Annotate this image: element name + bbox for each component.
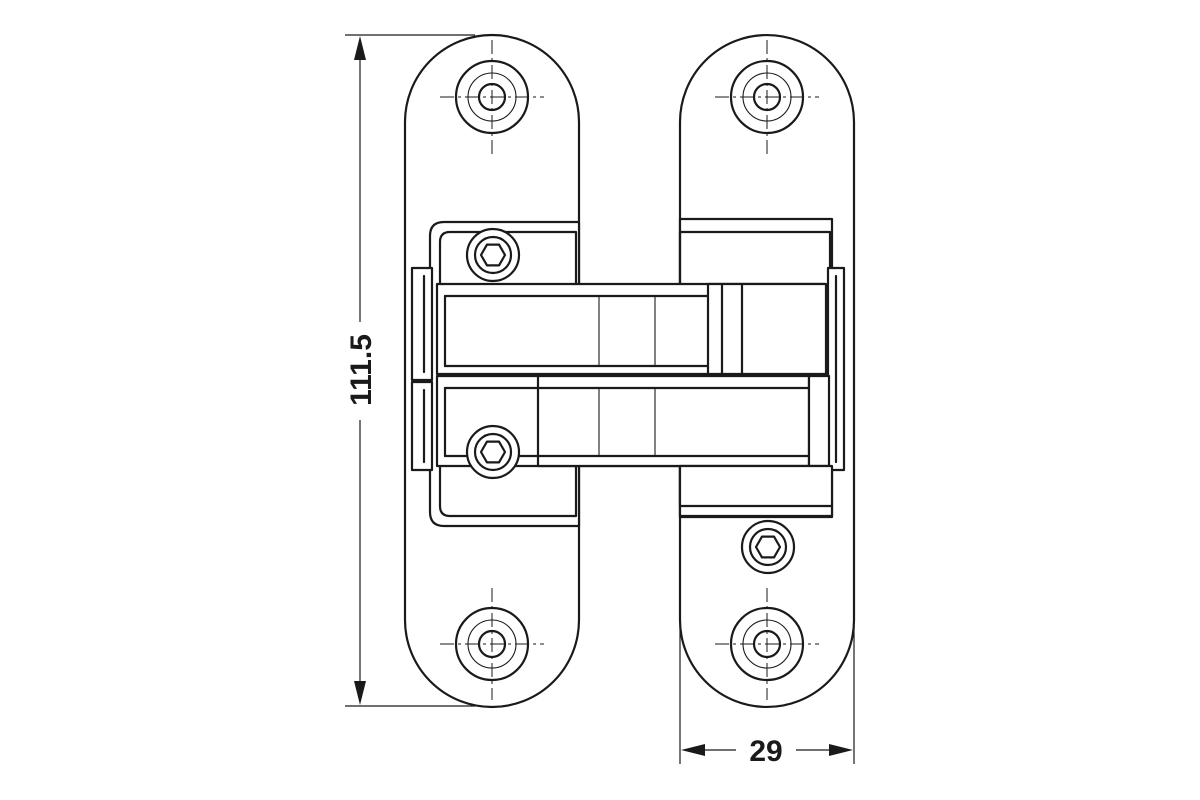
mounting-holes	[440, 40, 819, 700]
hole-right-top	[715, 40, 819, 154]
hole-left-top	[440, 40, 544, 154]
hinge-mechanism	[410, 217, 846, 528]
width-dimension-label: 29	[749, 735, 782, 768]
width-arrow-right	[829, 744, 853, 756]
hole-right-bottom	[715, 588, 819, 700]
left-side-tab-lower	[410, 380, 434, 472]
lower-arm-slide	[536, 374, 811, 468]
height-dimension: 111.5	[345, 34, 475, 707]
right-lower-block	[678, 464, 834, 518]
width-dimension: 29	[679, 626, 855, 768]
hole-left-bottom	[440, 588, 544, 700]
left-side-tab-upper	[410, 266, 434, 382]
lower-arm-end-cap	[807, 374, 831, 468]
adjustment-screws	[465, 227, 796, 575]
upper-arm-end-block	[706, 282, 828, 376]
hex-screw-lower-right	[740, 519, 796, 575]
left-bracket-inner	[438, 230, 578, 518]
height-dimension-label: 111.5	[345, 334, 378, 406]
height-arrow-bottom	[354, 681, 366, 705]
hex-screw-middle	[465, 424, 521, 480]
width-arrow-left	[681, 744, 705, 756]
hex-screw-upper	[465, 227, 521, 283]
height-arrow-top	[354, 36, 366, 60]
